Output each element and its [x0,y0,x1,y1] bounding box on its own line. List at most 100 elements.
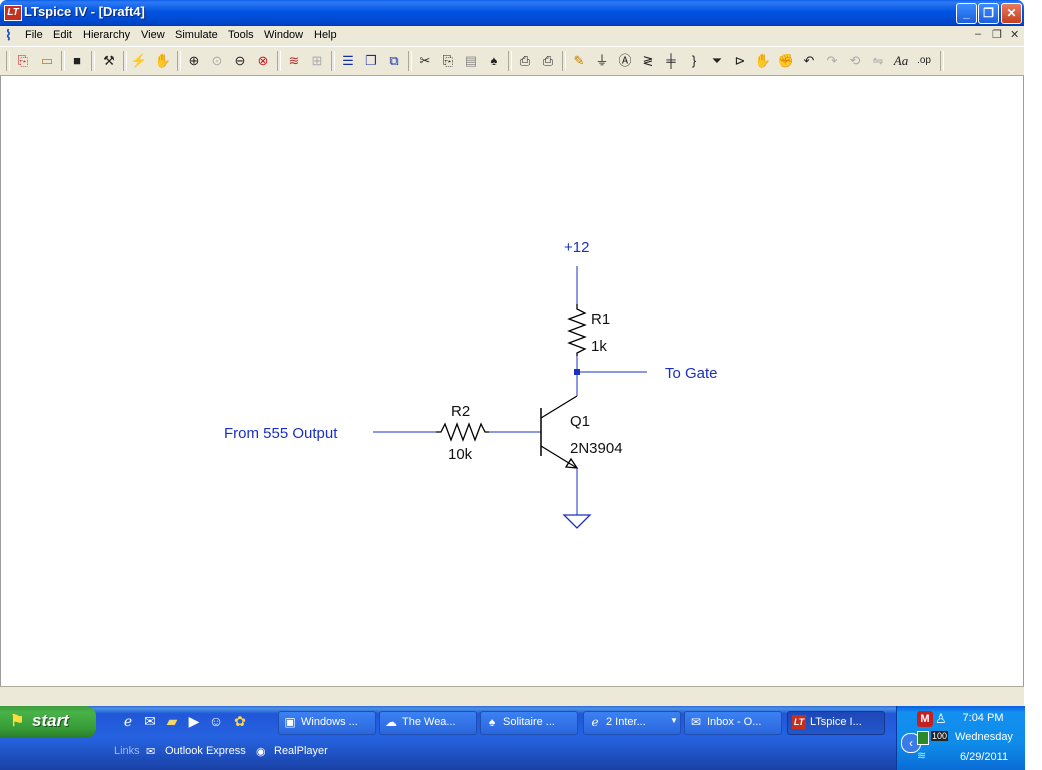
capacitor-icon[interactable]: ╪ [666,53,676,68]
task-label: Windows ... [301,716,358,728]
open-schematic-icon[interactable]: ⎘ [17,53,29,68]
spice-directive-icon[interactable]: .op [917,55,931,66]
ltspice-icon: LT [792,715,806,729]
menu-view[interactable]: View [141,29,165,41]
task-label: The Wea... [402,716,456,728]
text-icon[interactable]: Aa [893,53,909,68]
supply-net-label[interactable]: +12 [564,239,589,256]
q1-model-label[interactable]: 2N3904 [570,440,623,457]
redo-icon[interactable]: ↷ [826,53,838,68]
menu-tools[interactable]: Tools [228,29,254,41]
toolbar-separator [408,51,412,71]
autorange-icon[interactable]: ≋ [288,53,300,68]
inductor-icon[interactable]: } [691,53,697,68]
cut-icon[interactable]: ✂ [419,53,431,68]
print-icon[interactable]: ⎙ [542,53,554,68]
ground-symbol[interactable] [562,514,592,529]
messenger-icon[interactable]: ☺ [208,713,224,729]
resistor-icon[interactable]: ≷ [642,53,654,68]
component-icon[interactable]: ⊳ [734,53,746,68]
ltspice-icon[interactable]: LT [4,5,22,21]
ie-icon[interactable]: ℯ [123,713,133,729]
taskbar-button-inbox[interactable]: ✉ Inbox - O... [684,711,782,735]
battery-icon[interactable] [917,731,929,745]
link-outlook-express[interactable]: Outlook Express [165,745,246,757]
minimize-button[interactable]: _ [956,3,977,24]
tile-horizontal-icon[interactable]: ☰ [342,53,354,68]
taskbar-button-ie[interactable]: ℯ 2 Inter... ▼ [583,711,681,735]
taskbar-button-weather[interactable]: ☁ The Wea... [379,711,477,735]
user-icon[interactable]: ♙ [935,711,947,726]
transistor-q1-symbol[interactable] [540,395,579,469]
mdi-document-icon[interactable]: ⌇ [5,27,12,43]
zoom-fit-icon[interactable]: ⊗ [257,53,269,68]
undo-icon[interactable]: ↶ [803,53,815,68]
rotate-icon[interactable]: ⟲ [849,53,861,68]
pan-icon[interactable]: ⊙ [211,53,223,68]
zoom-out-icon[interactable]: ⊖ [234,53,246,68]
menu-window[interactable]: Window [264,29,304,41]
draw-wire-icon[interactable]: ✎ [573,53,585,68]
output-net-label[interactable]: To Gate [665,365,718,382]
diode-icon[interactable]: ⏷ [711,53,723,68]
toolbar-separator [277,51,281,71]
mark-icon[interactable]: ⊞ [311,53,323,68]
clock-time[interactable]: 7:04 PM [962,712,1004,724]
input-net-label[interactable]: From 555 Output [224,425,338,442]
start-label: start [32,711,69,730]
mcafee-icon[interactable]: M [917,711,933,727]
resistor-r1-symbol[interactable] [567,304,587,356]
schematic-canvas[interactable]: +12 R1 1k To Gate From 555 Output R2 10k… [0,76,1024,686]
ground-icon[interactable]: ⏚ [595,53,609,68]
cascade-icon[interactable]: ❐ [365,53,377,68]
start-button[interactable]: ⚑ start [0,706,96,738]
taskbar-button-solitaire[interactable]: ♠ Solitaire ... [480,711,578,735]
media-player-icon[interactable]: ▶ [188,713,200,729]
toolbar-separator [61,51,65,71]
move-icon[interactable]: ✋ [754,53,772,68]
run-icon[interactable]: ⚡ [130,53,148,68]
halt-icon[interactable]: ✋ [154,53,172,68]
menu-simulate[interactable]: Simulate [175,29,218,41]
group-dropdown-icon[interactable]: ▼ [670,716,678,725]
print-setup-icon[interactable]: ⎙ [519,53,531,68]
find-icon[interactable]: ♠ [490,53,498,68]
realplayer-icon: ◉ [256,746,266,758]
show-hidden-icons-button[interactable]: ‹ [901,733,921,753]
menu-edit[interactable]: Edit [53,29,72,41]
mirror-icon[interactable]: ⇋ [872,53,884,68]
save-icon[interactable]: ■ [73,53,81,68]
open-file-icon[interactable]: ▭ [40,53,54,68]
menu-file[interactable]: File [25,29,43,41]
mdi-minimize-button[interactable]: – [975,28,982,40]
wireless-icon[interactable]: ≋ [917,750,927,762]
picasa-icon[interactable]: ✿ [234,713,246,729]
clock-day: Wednesday [955,731,1013,743]
close-button[interactable]: ✕ [1001,3,1022,24]
link-realplayer[interactable]: RealPlayer [274,745,328,757]
outlook-icon[interactable]: ✉ [144,713,156,729]
r2-value-label[interactable]: 10k [448,446,473,463]
menu-hierarchy[interactable]: Hierarchy [83,29,131,41]
copy-icon[interactable]: ⎘ [442,53,454,68]
taskbar-button-ltspice[interactable]: LT LTspice I... [787,711,885,735]
close-all-icon[interactable]: ⧉ [389,53,399,68]
toolbar-separator [123,51,127,71]
zoom-in-icon[interactable]: ⊕ [188,53,200,68]
drag-icon[interactable]: ✊ [777,53,795,68]
r1-value-label[interactable]: 1k [591,338,607,355]
title-bar[interactable]: LT LTspice IV - [Draft4] _ ❐ ✕ [0,0,1024,26]
taskbar-button-windows[interactable]: ▣ Windows ... [278,711,376,735]
mdi-restore-button[interactable]: ❐ [992,29,1002,41]
links-toolbar: Links ✉ Outlook Express ◉ RealPlayer [100,738,890,766]
folder-icon[interactable]: ▰ [166,713,178,729]
control-panel-icon[interactable]: ⚒ [103,53,115,68]
label-net-icon[interactable]: Ⓐ [618,53,632,68]
resistor-r2-symbol[interactable] [436,422,489,442]
toolbar-separator [331,51,335,71]
r1-name-label: R1 [591,311,610,328]
menu-help[interactable]: Help [314,29,337,41]
mdi-close-button[interactable]: ✕ [1010,29,1020,41]
paste-icon[interactable]: ▤ [464,53,478,68]
maximize-button[interactable]: ❐ [978,3,999,24]
